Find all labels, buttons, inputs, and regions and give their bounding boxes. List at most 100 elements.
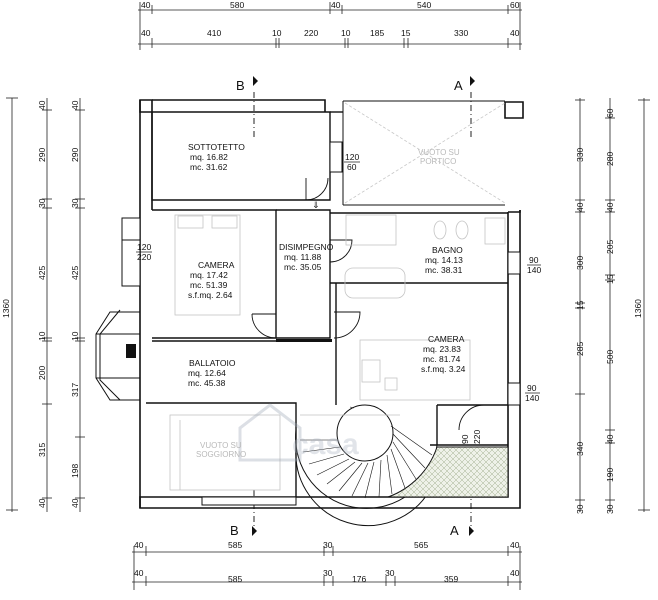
room-disimpegno-name: DISIMPEGNO [279, 242, 334, 252]
left-inner-3: 30 [70, 198, 80, 208]
bottom2-dim-6: 359 [444, 574, 458, 584]
bottom2-dim-1: 40 [134, 568, 144, 578]
left-inner-4: 425 [70, 266, 80, 280]
bottom-dim-4: 565 [414, 540, 428, 550]
room-bagno-mq: mq. 14.13 [425, 255, 463, 265]
section-b-bottom-arrow-icon [252, 526, 257, 536]
section-a-bottom-arrow-icon [469, 526, 474, 536]
bottom-dim-3: 30 [323, 540, 333, 550]
left-mid-8: 40 [37, 498, 47, 508]
room-camera2-sf: s.f.mq. 3.24 [421, 364, 466, 374]
left-mid-4: 425 [37, 266, 47, 280]
right-mid-2: 40 [575, 202, 585, 212]
window-2-width: 120 [137, 242, 151, 252]
right-mid-4: 15 [575, 300, 585, 310]
room-camera1-mq: mq. 17.42 [190, 270, 228, 280]
room-bagno-mc: mc. 38.31 [425, 265, 463, 275]
top2-dim-1: 40 [141, 28, 151, 38]
room-camera2-mc: mc. 81.74 [423, 354, 461, 364]
left-mid-5: 10 [37, 331, 47, 341]
partition-bar [276, 339, 332, 342]
watermark-text: casa [292, 428, 359, 461]
window-1-height: 60 [347, 162, 357, 172]
bottom-dim-5: 40 [510, 540, 520, 550]
room-sottotetto-name: SOTTOTETTO [188, 142, 245, 152]
section-lines [253, 92, 472, 530]
window-4-width: 90 [527, 383, 537, 393]
bottom-dim-1: 40 [134, 540, 144, 550]
top2-dim-3: 10 [272, 28, 282, 38]
top-dimension-chains [138, 2, 522, 50]
window-5-width: 90 [460, 434, 470, 444]
room-camera2-name: CAMERA [428, 334, 465, 344]
section-a-top-label: A [454, 78, 463, 93]
left-mid-6: 200 [37, 366, 47, 380]
room-ballatoio-mc: mc. 45.38 [188, 378, 226, 388]
right-inner-1: 60 [605, 108, 615, 118]
right-mid-3: 300 [575, 256, 585, 270]
terrace-tiled-area [387, 446, 509, 498]
room-disimpegno-mc: mc. 35.05 [284, 262, 322, 272]
right-inner-8: 190 [605, 468, 615, 482]
left-dimension-chains [6, 97, 81, 512]
right-inner-4: 205 [605, 240, 615, 254]
room-disimpegno-mq: mq. 11.88 [284, 252, 321, 262]
room-camera1-name: CAMERA [198, 260, 235, 270]
bottom2-dim-2: 585 [228, 574, 242, 584]
right-inner-2: 280 [605, 152, 615, 166]
window-5-height: 220 [472, 430, 482, 444]
window-3-width: 90 [529, 255, 539, 265]
roof-void-outline [342, 100, 505, 206]
left-ticks [42, 109, 85, 499]
room-sottotetto-mq: mq. 16.82 [190, 152, 228, 162]
right-inner-9: 30 [605, 504, 615, 514]
bottom2-dim-5: 30 [385, 568, 395, 578]
right-mid-7: 30 [575, 504, 585, 514]
window-4-height: 140 [525, 393, 539, 403]
room-camera1-sf: s.f.mq. 2.64 [188, 290, 233, 300]
right-inner-6: 500 [605, 350, 615, 364]
window-2-height: 220 [137, 252, 151, 262]
top-dim-4: 540 [417, 0, 431, 10]
right-inner-3: 40 [605, 202, 615, 212]
void-portico-line1: VUOTO SU [418, 148, 460, 157]
room-sottotetto-mc: mc. 31.62 [190, 162, 228, 172]
top-dim-1: 40 [141, 0, 151, 10]
top2-dim-7: 15 [401, 28, 411, 38]
section-a-top-arrow-icon [470, 76, 475, 86]
hatch-arrow-icon: ⇓ [312, 200, 320, 210]
bottom2-dim-3: 30 [323, 568, 333, 578]
left-inner-7: 198 [70, 464, 80, 478]
room-bagno-name: BAGNO [432, 245, 463, 255]
section-a-bottom-label: A [450, 523, 459, 538]
top2-dim-5: 10 [341, 28, 351, 38]
left-mid-3: 30 [37, 198, 47, 208]
top2-dim-4: 220 [304, 28, 318, 38]
right-inner-5: 15 [605, 274, 615, 284]
bottom-dimension-chains [132, 546, 522, 590]
top-dim-3: 40 [331, 0, 341, 10]
top-dim-2: 580 [230, 0, 244, 10]
top-dim-5: 60 [510, 0, 520, 10]
void-soggiorno-line1: VUOTO SU [200, 441, 242, 450]
bottom2-dim-4: 176 [352, 574, 366, 584]
left-inner-2: 290 [70, 148, 80, 162]
room-ballatoio-mq: mq. 12.64 [188, 368, 226, 378]
right-inner-7: 40 [605, 434, 615, 444]
windows-right [329, 141, 521, 406]
faint-furniture [169, 214, 506, 491]
void-soggiorno-line2: SOGGIORNO [196, 450, 246, 459]
window-bottom [201, 496, 297, 506]
top2-dim-6: 185 [370, 28, 384, 38]
left-inner-8: 40 [70, 498, 80, 508]
bottom2-dim-7: 40 [510, 568, 520, 578]
section-b-top-label: B [236, 78, 245, 93]
left-mid-2: 290 [37, 148, 47, 162]
room-ballatoio-name: BALLATOIO [189, 358, 236, 368]
room-camera1-mc: mc. 51.39 [190, 280, 228, 290]
stair-treads [300, 406, 433, 499]
left-mid-1: 40 [37, 100, 47, 110]
top2-dim-2: 410 [207, 28, 221, 38]
right-outer-dim: 1360 [633, 299, 643, 318]
